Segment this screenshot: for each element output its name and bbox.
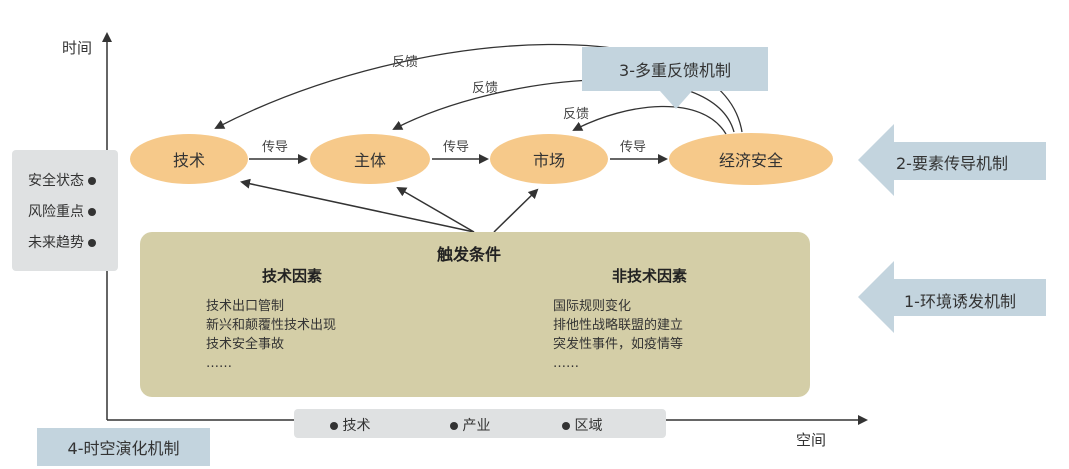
node-tech: 技术 bbox=[130, 134, 248, 184]
list-item: 国际规则变化 bbox=[553, 299, 632, 314]
time-legend-item: 未来趋势 bbox=[28, 232, 97, 252]
list-item: 突发性事件，如疫情等 bbox=[553, 337, 684, 352]
x-axis-label: 空间 bbox=[796, 431, 827, 449]
bullet-icon bbox=[450, 422, 458, 430]
mechanism-3-box: 3-多重反馈机制 bbox=[582, 47, 768, 91]
list-item: 技术出口管制 bbox=[206, 299, 285, 314]
list-item: …… bbox=[553, 356, 579, 371]
bullet-icon bbox=[88, 177, 97, 185]
list-item: 排他性战略联盟的建立 bbox=[553, 318, 684, 333]
nontech-factors-list: 国际规则变化 排他性战略联盟的建立 突发性事件，如疫情等 …… bbox=[553, 297, 683, 373]
time-legend-item: 风险重点 bbox=[28, 201, 97, 221]
space-legend-item: 产业 bbox=[450, 415, 490, 435]
tech-factors-list: 技术出口管制 新兴和颠覆性技术出现 技术安全事故 …… bbox=[206, 297, 336, 373]
mechanism-3-pointer bbox=[660, 91, 692, 109]
nontech-factors-title: 非技术因素 bbox=[612, 267, 688, 285]
trigger-panel: 触发条件 技术因素 非技术因素 技术出口管制 新兴和颠覆性技术出现 技术安全事故… bbox=[140, 232, 810, 397]
space-legend-item: 区域 bbox=[562, 415, 602, 435]
bullet-icon bbox=[88, 239, 97, 247]
feedback-arrow-market bbox=[572, 105, 727, 135]
node-market: 市场 bbox=[490, 134, 608, 184]
mechanism-2-label: 2-要素传导机制 bbox=[896, 154, 1008, 173]
arrow-trigger-subject bbox=[396, 186, 475, 233]
edge-label-conduct: 传导 bbox=[443, 140, 470, 155]
space-legend-item: 技术 bbox=[330, 415, 370, 435]
edge-label-conduct: 传导 bbox=[620, 140, 647, 155]
trigger-title: 触发条件 bbox=[437, 245, 502, 264]
arrow-trigger-tech bbox=[240, 178, 475, 233]
list-item: 新兴和颠覆性技术出现 bbox=[206, 318, 337, 333]
arrow-trigger-market bbox=[493, 188, 539, 233]
bullet-icon bbox=[88, 208, 97, 216]
list-item: 技术安全事故 bbox=[206, 337, 285, 352]
mechanism-4-box: 4-时空演化机制 bbox=[37, 428, 210, 466]
node-subject: 主体 bbox=[310, 134, 430, 184]
time-legend: 安全状态 风险重点 未来趋势 bbox=[12, 150, 118, 271]
edge-label-feedback: 反馈 bbox=[563, 107, 590, 122]
edge-label-feedback: 反馈 bbox=[392, 55, 419, 70]
list-item: …… bbox=[206, 356, 232, 371]
edge-label-conduct: 传导 bbox=[262, 140, 289, 155]
node-econ-security: 经济安全 bbox=[669, 133, 833, 185]
mechanism-2-arrow bbox=[858, 124, 1046, 196]
bullet-icon bbox=[562, 422, 570, 430]
y-axis-label: 时间 bbox=[62, 39, 93, 57]
time-legend-item: 安全状态 bbox=[28, 170, 97, 190]
mechanism-1-arrow bbox=[858, 261, 1046, 333]
space-legend: 技术 产业 区域 bbox=[294, 409, 666, 438]
tech-factors-title: 技术因素 bbox=[262, 267, 323, 285]
bullet-icon bbox=[330, 422, 338, 430]
edge-label-feedback: 反馈 bbox=[472, 81, 499, 96]
mechanism-1-label: 1-环境诱发机制 bbox=[904, 292, 1016, 311]
